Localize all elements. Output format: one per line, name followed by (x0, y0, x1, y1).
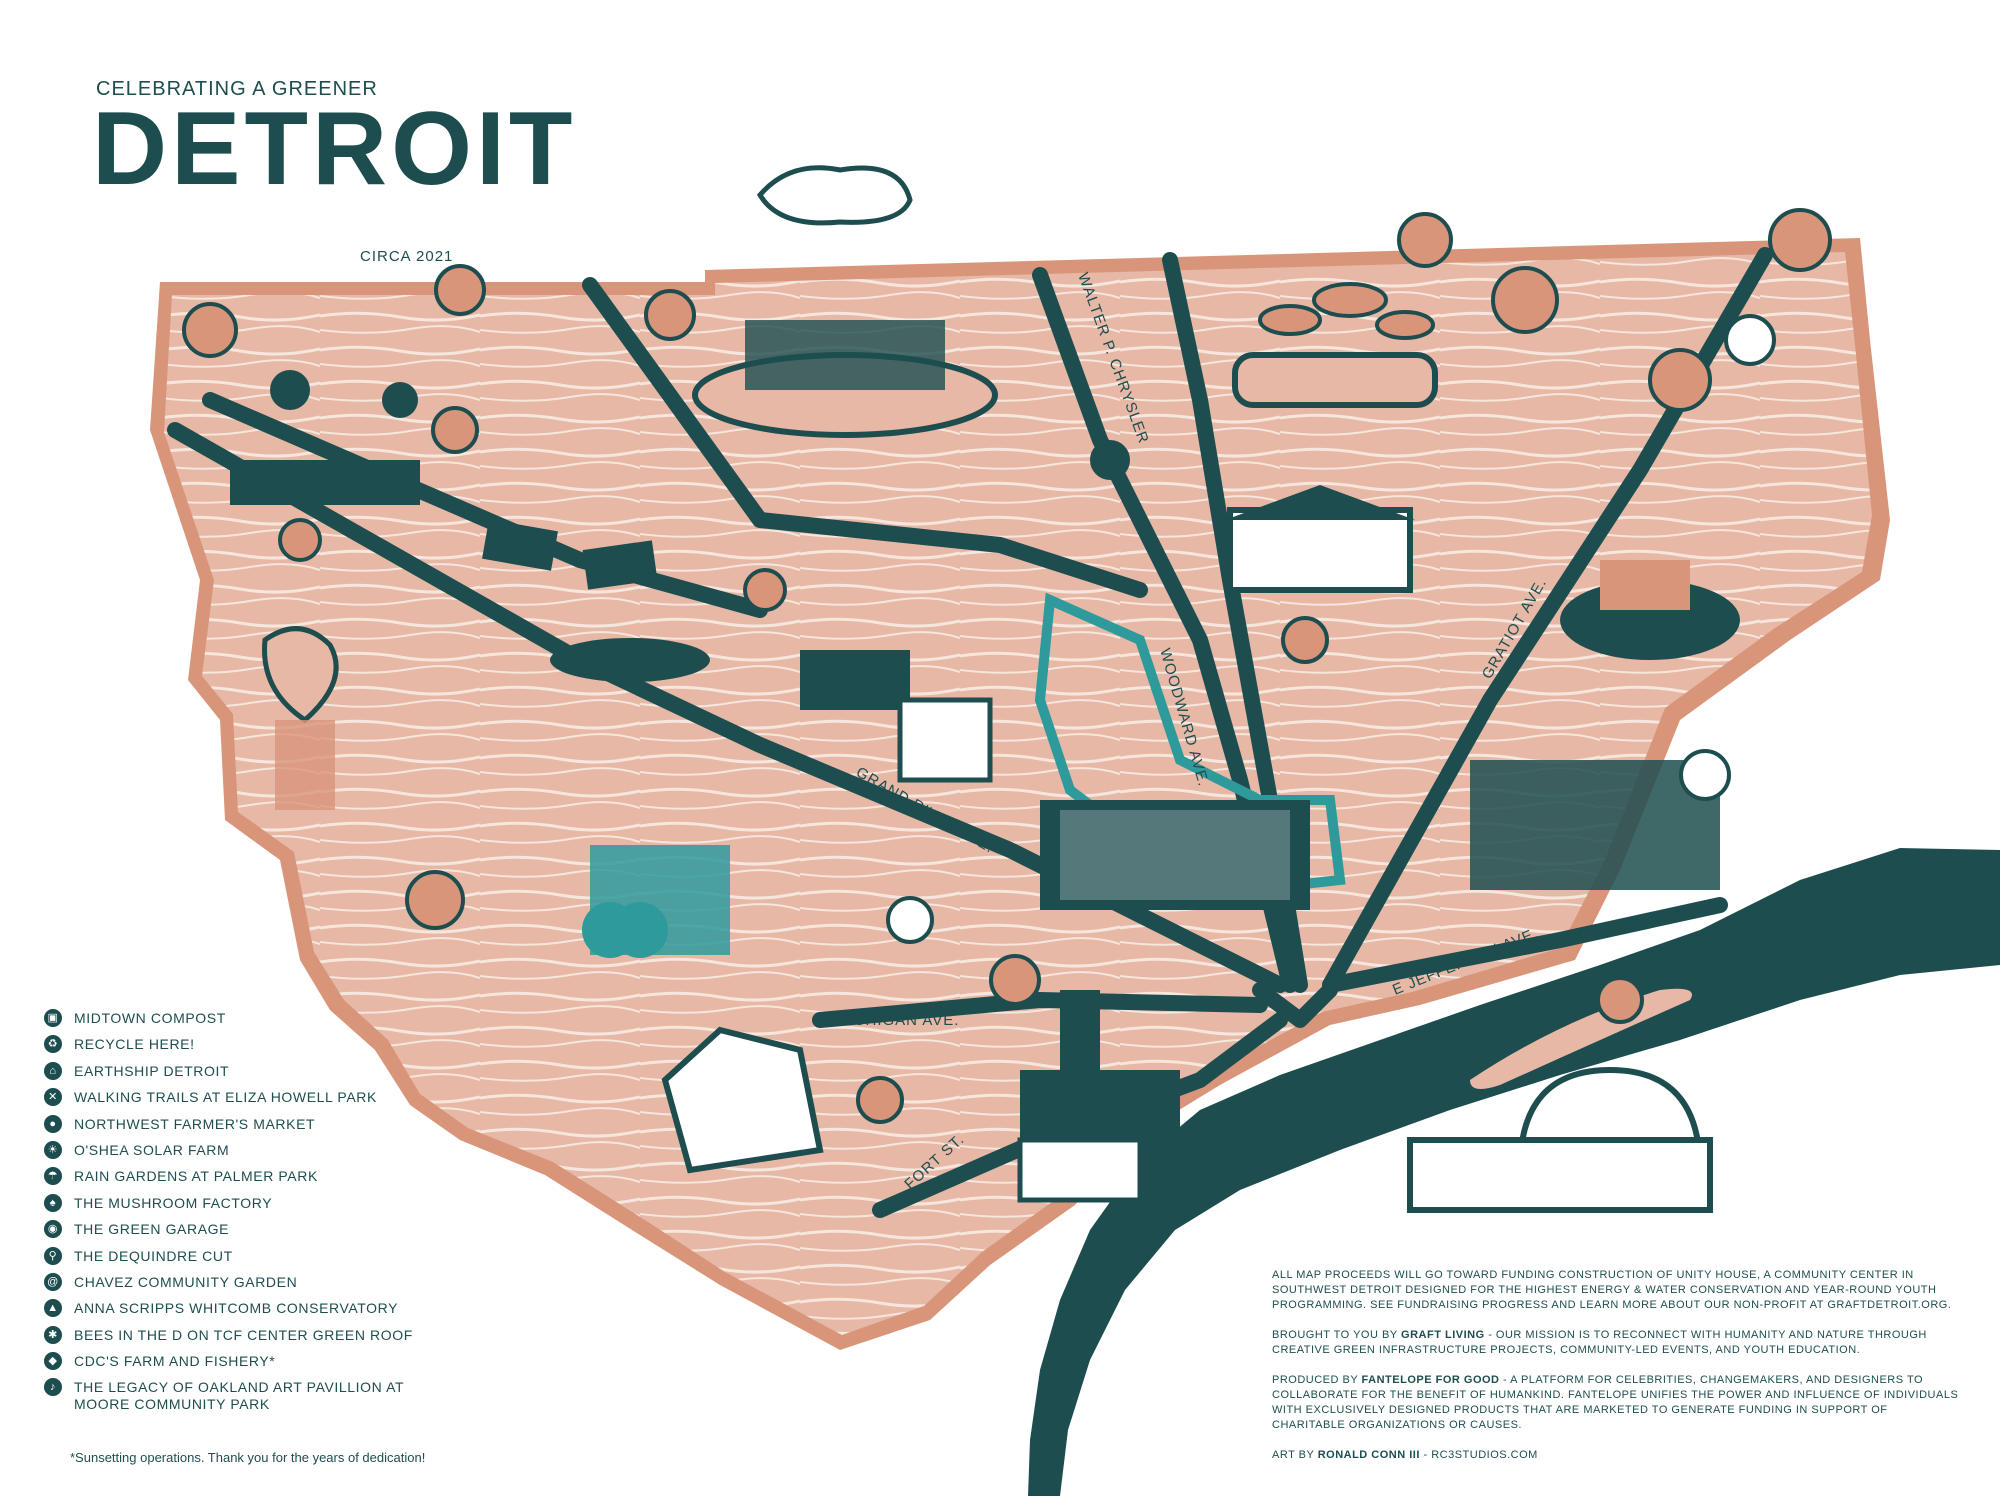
legend-item: ☀ O'SHEA SOLAR FARM (44, 1140, 424, 1159)
landmark-green-garage (1040, 800, 1310, 910)
legend-item-label: O'SHEA SOLAR FARM (74, 1141, 230, 1158)
info-produced-prefix: PRODUCED BY (1272, 1374, 1362, 1386)
legend-item: ☂ RAIN GARDENS AT PALMER PARK (44, 1167, 424, 1186)
info-produced-text: - A PLATFORM FOR CELEBRITIES, CHANGEMAKE… (1272, 1374, 1959, 1431)
conservatory-dome-icon: ▲ (44, 1299, 62, 1318)
mushroom-icon: ♠ (44, 1193, 62, 1212)
earthship-icon: ⌂ (44, 1061, 62, 1080)
legend-item: ◆ CDC'S FARM AND FISHERY* (44, 1352, 424, 1371)
legend-item-label: CDC'S FARM AND FISHERY* (74, 1353, 276, 1370)
legend-item-label: THE GREEN GARAGE (74, 1221, 230, 1238)
road-label-michigan-ave: MICHIGAN AVE. (835, 1012, 959, 1029)
legend-item: ♻ RECYCLE HERE! (44, 1035, 424, 1054)
detroit-river (1028, 848, 2000, 1496)
legend-item: ✱ BEES IN THE D ON TCF CENTER GREEN ROOF (44, 1325, 424, 1344)
music-note-icon: ♪ (44, 1378, 62, 1397)
info-brought-name: GRAFT LIVING (1401, 1329, 1485, 1341)
bicycle-icon: ⚲ (44, 1246, 62, 1265)
title-circa: CIRCA 2021 (360, 248, 454, 265)
recycle-icon: ♻ (44, 1035, 62, 1054)
info-brought-text: - OUR MISSION IS TO RECONNECT WITH HUMAN… (1272, 1329, 1927, 1356)
landmark-eliza-howell-park (262, 626, 339, 810)
bee-icon: ✱ (44, 1325, 62, 1344)
info-proceeds: ALL MAP PROCEEDS WILL GO TOWARD FUNDING … (1272, 1269, 1952, 1311)
legend-item-label: WALKING TRAILS AT ELIZA HOWELL PARK (74, 1089, 377, 1106)
legend-item: ● NORTHWEST FARMER'S MARKET (44, 1114, 424, 1133)
title-kicker: CELEBRATING A GREENER (96, 78, 378, 100)
legend-item-label: RECYCLE HERE! (74, 1036, 195, 1053)
page-title: DETROIT (92, 91, 577, 207)
map-legend: ▣ MIDTOWN COMPOST ♻ RECYCLE HERE! ⌂ EARTHSHIP… (44, 1009, 424, 1423)
fish-icon: ◆ (44, 1352, 62, 1371)
city-boundary-fill (164, 252, 1872, 1335)
title-block: CELEBRATING A GREENER DETROIT CIRCA 2021 (92, 78, 577, 265)
legend-item: ♠ THE MUSHROOM FACTORY (44, 1193, 424, 1212)
info-produced-by: PRODUCED BY FANTELOPE FOR GOOD - A PLATF… (1272, 1373, 1962, 1433)
legend-item-label: NORTHWEST FARMER'S MARKET (74, 1115, 316, 1132)
legend-item: ✕ WALKING TRAILS AT ELIZA HOWELL PARK (44, 1088, 424, 1107)
landmark-mushroom-factory (1232, 282, 1438, 408)
info-art-by: ART BY RONALD CONN III - RC3STUDIOS.COM (1272, 1448, 1962, 1463)
info-brought-by: BROUGHT TO YOU BY GRAFT LIVING - OUR MIS… (1272, 1328, 1962, 1358)
landmark-midtown-compost (800, 650, 993, 783)
legend-item: ▣ MIDTOWN COMPOST (44, 1009, 424, 1027)
legend-item-label: ANNA SCRIPPS WHITCOMB CONSERVATORY (74, 1300, 399, 1317)
landmark-cdc-farm-and-fishery (1560, 560, 1740, 660)
legend-item-label: BEES IN THE D ON TCF CENTER GREEN ROOF (74, 1326, 413, 1343)
legend-item: @ CHAVEZ COMMUNITY GARDEN (44, 1272, 424, 1291)
info-art-prefix: ART BY (1272, 1449, 1318, 1461)
rain-cloud-icon: ☂ (44, 1167, 62, 1186)
landmark-earthship-detroit (582, 845, 730, 958)
legend-footnote: *Sunsetting operations. Thank you for th… (70, 1450, 426, 1465)
landmark-chavez-community-garden (661, 1026, 824, 1174)
legend-item: ▲ ANNA SCRIPPS WHITCOMB CONSERVATORY (44, 1299, 424, 1318)
compost-bin-icon: ▣ (44, 1009, 62, 1027)
legend-item: ♪ THE LEGACY OF OAKLAND ART PAVILLION AT … (44, 1378, 424, 1413)
landmark-northwest-farmers-market (230, 370, 420, 505)
landmark-dequindre-cut (1470, 760, 1720, 890)
sun-icon: ☀ (44, 1140, 62, 1159)
tree-decorations (182, 208, 1832, 1124)
info-text: ALL MAP PROCEEDS WILL GO TOWARD FUNDING … (1272, 1268, 1962, 1478)
landmark-rain-gardens-palmer-park (692, 165, 998, 438)
landmark-oakland-art-pavillion (1225, 485, 1415, 593)
legend-item-label: THE MUSHROOM FACTORY (74, 1194, 273, 1211)
lightbulb-icon: ◉ (44, 1220, 62, 1239)
info-art-name: RONALD CONN III (1317, 1449, 1420, 1461)
downtown-loop (1034, 592, 1346, 896)
apple-icon: ● (44, 1114, 62, 1133)
info-produced-name: FANTELOPE FOR GOOD (1361, 1374, 1500, 1386)
landmark-oshea-solar-farm (482, 519, 710, 682)
legend-item: ⚲ THE DEQUINDRE CUT (44, 1246, 424, 1265)
landmark-anna-scripps-whitcomb-conservatory (1407, 1066, 1713, 1213)
legend-item-label: MIDTOWN COMPOST (74, 1010, 226, 1026)
spiral-icon: @ (44, 1272, 62, 1291)
landmark-tcf-center-green-roof (1017, 990, 1180, 1203)
legend-item-label: THE DEQUINDRE CUT (74, 1247, 233, 1264)
legend-item-label: CHAVEZ COMMUNITY GARDEN (74, 1273, 298, 1290)
info-art-text: - RC3STUDIOS.COM (1419, 1449, 1538, 1461)
legend-item-label: EARTHSHIP DETROIT (74, 1062, 230, 1079)
legend-item: ◉ THE GREEN GARAGE (44, 1220, 424, 1239)
legend-item-label: RAIN GARDENS AT PALMER PARK (74, 1168, 318, 1185)
legend-item-label: THE LEGACY OF OAKLAND ART PAVILLION AT M… (74, 1379, 404, 1413)
info-brought-prefix: BROUGHT TO YOU BY (1272, 1329, 1402, 1341)
legend-item: ⌂ EARTHSHIP DETROIT (44, 1061, 424, 1080)
butterfly-icon: ✕ (44, 1088, 62, 1107)
